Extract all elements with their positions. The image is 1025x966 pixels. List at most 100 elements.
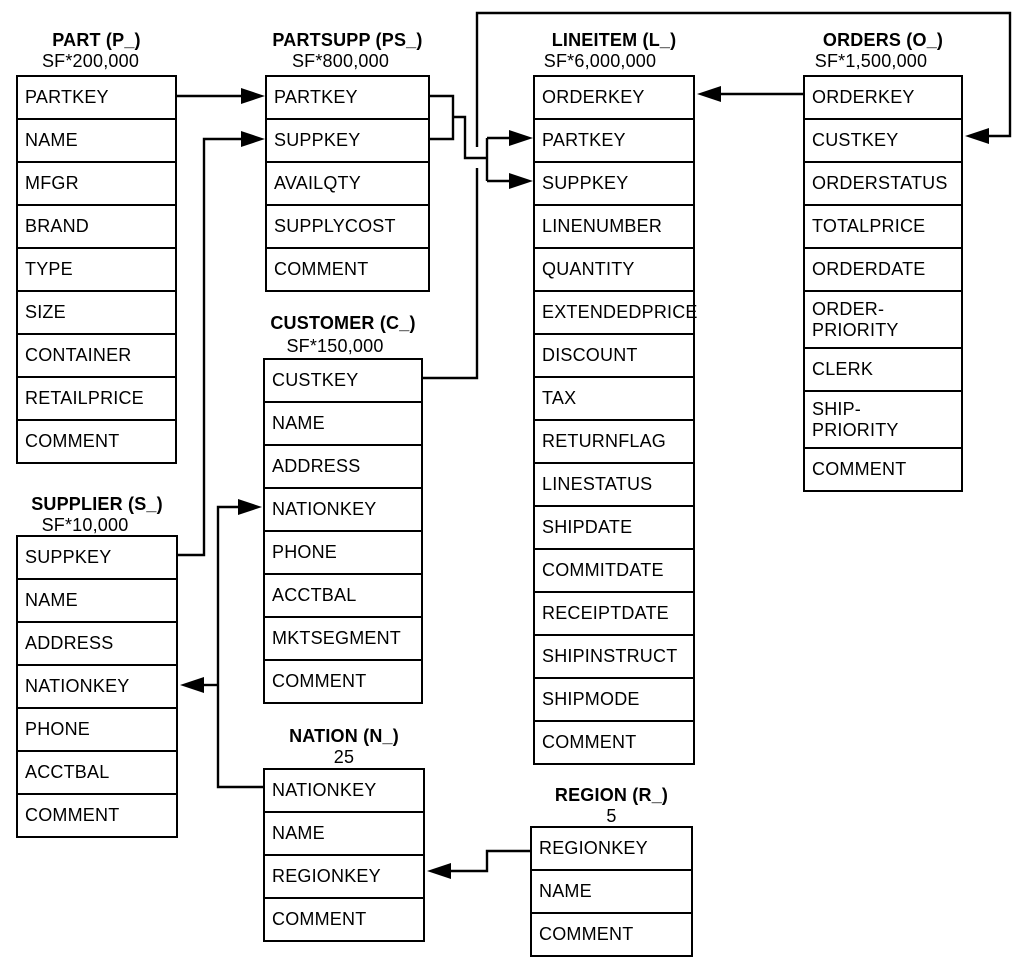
customer-table-cardinality: SF*150,000 [286, 336, 384, 356]
field-row: TAX [533, 376, 695, 421]
field-row: MKTSEGMENT [263, 616, 423, 661]
field-row: RETAILPRICE [16, 376, 177, 421]
field-row: ACCTBAL [16, 750, 178, 795]
field-row: CUSTKEY [803, 118, 963, 163]
field-row: SHIPINSTRUCT [533, 634, 695, 679]
supplier-table-cardinality: SF*10,000 [41, 515, 129, 535]
field-row: CUSTKEY [263, 358, 423, 403]
fk-line-supplier-suppkey [178, 137, 243, 557]
field-row: COMMENT [263, 659, 423, 704]
partsupp-table-cardinality: SF*800,000 [291, 51, 390, 71]
field-row: MFGR [16, 161, 177, 206]
fk-line-partsupp-bracket [430, 94, 455, 141]
arrowhead-partsupp-suppkey [241, 131, 265, 147]
field-row: COMMENT [16, 419, 177, 464]
field-row: COMMENT [16, 793, 178, 838]
arrowhead-nation-regionkey [427, 863, 451, 879]
field-row: ACCTBAL [263, 573, 423, 618]
part-table-title: PART (P_) [52, 30, 141, 50]
field-row: LINESTATUS [533, 462, 695, 507]
field-row: ORDERKEY [533, 75, 695, 120]
field-row: NAME [16, 578, 178, 623]
lineitem-table-title: LINEITEM (L_) [551, 30, 677, 50]
fk-line-region-regionkey [449, 849, 530, 873]
field-row: NAME [530, 869, 693, 914]
field-row: SUPPKEY [265, 118, 430, 163]
field-row: PARTKEY [265, 75, 430, 120]
field-row: PARTKEY [16, 75, 177, 120]
field-row: ORDER- PRIORITY [803, 290, 963, 349]
nation-table-title: NATION (N_) [289, 726, 399, 746]
field-row: NAME [263, 401, 423, 446]
supplier-table-title: SUPPLIER (S_) [31, 494, 163, 514]
field-row: ADDRESS [16, 621, 178, 666]
field-row: COMMENT [803, 447, 963, 492]
field-row: CONTAINER [16, 333, 177, 378]
arrowhead-lineitem-partkey [509, 130, 533, 146]
field-row: COMMENT [533, 720, 695, 765]
field-row: NAME [16, 118, 177, 163]
field-row: NATIONKEY [263, 487, 423, 532]
field-row: NAME [263, 811, 425, 856]
field-row: REGIONKEY [530, 826, 693, 871]
arrowhead-lineitem-orderkey [697, 86, 721, 102]
field-row: NATIONKEY [16, 664, 178, 709]
field-row: TYPE [16, 247, 177, 292]
field-row: RECEIPTDATE [533, 591, 695, 636]
fk-line-nation-to-customer [216, 505, 263, 789]
field-row: PHONE [16, 707, 178, 752]
field-row: ORDERSTATUS [803, 161, 963, 206]
field-row: BRAND [16, 204, 177, 249]
field-row: SHIPDATE [533, 505, 695, 550]
field-row: SHIP- PRIORITY [803, 390, 963, 449]
field-row: QUANTITY [533, 247, 695, 292]
field-row: RETURNFLAG [533, 419, 695, 464]
region-table-cardinality: 5 [606, 806, 617, 826]
field-row: PARTKEY [533, 118, 695, 163]
lineitem-table-cardinality: SF*6,000,000 [543, 51, 657, 71]
field-row: NATIONKEY [263, 768, 425, 813]
orders-table-title: ORDERS (O_) [822, 30, 944, 50]
field-row: SUPPKEY [533, 161, 695, 206]
field-row: COMMENT [265, 247, 430, 292]
field-row: SUPPKEY [16, 535, 178, 580]
field-row: AVAILQTY [265, 161, 430, 206]
arrowhead-orders-custkey [965, 128, 989, 144]
orders-table-cardinality: SF*1,500,000 [814, 51, 928, 71]
field-row: DISCOUNT [533, 333, 695, 378]
arrowhead-partsupp-partkey [241, 88, 265, 104]
field-row: ADDRESS [263, 444, 423, 489]
fk-line-customer-custkey-lower [423, 168, 479, 380]
fk-line-partsupp-connector [453, 115, 487, 160]
field-row: REGIONKEY [263, 854, 425, 899]
field-row: PHONE [263, 530, 423, 575]
field-row: ORDERDATE [803, 247, 963, 292]
nation-table-cardinality: 25 [333, 747, 355, 767]
field-row: CLERK [803, 347, 963, 392]
field-row: SIZE [16, 290, 177, 335]
field-row: COMMITDATE [533, 548, 695, 593]
field-row: SUPPLYCOST [265, 204, 430, 249]
customer-table-title: CUSTOMER (C_) [270, 313, 416, 333]
field-row: COMMENT [263, 897, 425, 942]
field-row: SHIPMODE [533, 677, 695, 722]
partsupp-table-title: PARTSUPP (PS_) [272, 30, 423, 50]
field-row: LINENUMBER [533, 204, 695, 249]
region-table-title: REGION (R_) [554, 785, 669, 805]
arrowhead-supplier-nationkey [180, 677, 204, 693]
field-row: ORDERKEY [803, 75, 963, 120]
field-row: TOTALPRICE [803, 204, 963, 249]
field-row: COMMENT [530, 912, 693, 957]
part-table-cardinality: SF*200,000 [41, 51, 140, 71]
arrowhead-customer-nationkey [238, 499, 262, 515]
field-row: EXTENDEDPRICE [533, 290, 697, 335]
